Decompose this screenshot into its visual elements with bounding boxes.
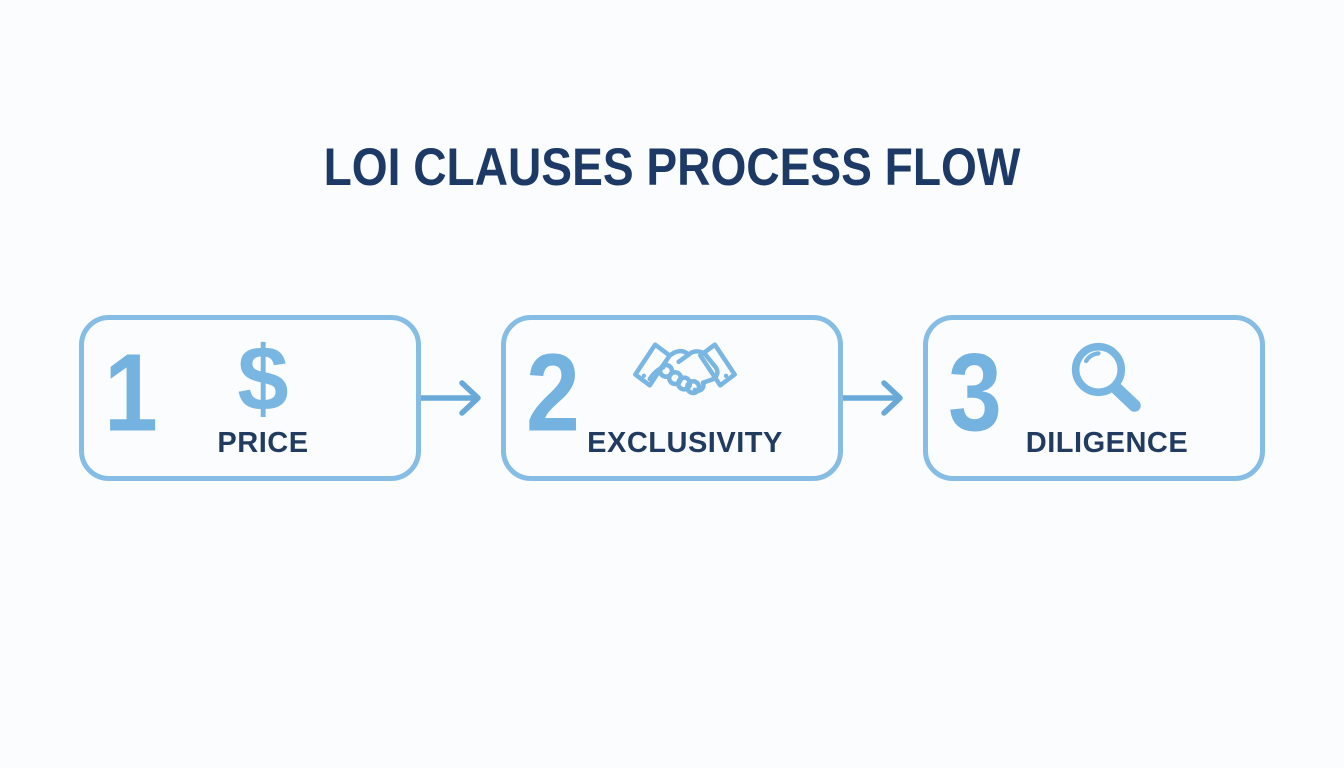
step-body: DILIGENCE (928, 320, 1260, 476)
process-flow: 1 $ PRICE 2 (0, 315, 1344, 481)
step-label: DILIGENCE (1025, 426, 1189, 459)
step-body: $ PRICE (84, 320, 416, 476)
step-number: 1 (104, 331, 158, 455)
step-label: EXCLUSIVITY (587, 426, 783, 459)
step-number: 3 (948, 331, 1002, 455)
arrow-right-icon (843, 380, 903, 416)
step-box-exclusivity: 2 (501, 315, 843, 481)
page-title: LOI CLAUSES PROCESS FLOW (323, 138, 1021, 197)
step-label: PRICE (217, 426, 309, 459)
dollar-glyph: $ (237, 327, 289, 430)
step-box-price: 1 $ PRICE (79, 315, 421, 481)
magnifier-icon (1064, 339, 1150, 419)
dollar-icon: $ (237, 327, 289, 430)
handshake-icon (629, 339, 741, 419)
step-number: 2 (526, 331, 580, 455)
step-box-diligence: 3 DILIGENCE (923, 315, 1265, 481)
arrow-right-icon (421, 380, 481, 416)
step-body: EXCLUSIVITY (506, 320, 838, 476)
